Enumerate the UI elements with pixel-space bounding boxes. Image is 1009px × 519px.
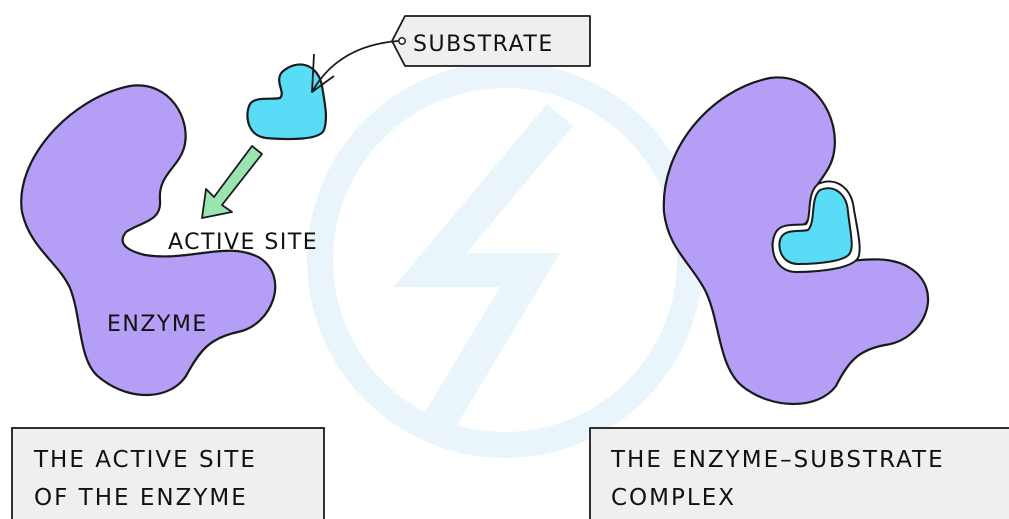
enzyme-label: ENZYME <box>107 312 208 337</box>
enzyme-shape-left <box>20 84 277 397</box>
substrate-shape-free <box>246 63 328 141</box>
caption-right-line1: THE ENZYME–SUBSTRATE <box>610 447 945 473</box>
caption-left-line1: THE ACTIVE SITE <box>33 447 257 473</box>
active-site-label: ACTIVE SITE <box>168 230 318 255</box>
caption-box-left <box>11 427 325 519</box>
substrate-shape-bound <box>778 187 853 265</box>
substrate-pointer <box>311 40 399 93</box>
binding-arrow <box>201 145 263 219</box>
caption-left-line2: OF THE ENZYME <box>34 485 248 511</box>
pointer-arrowhead <box>311 53 335 93</box>
tag-hole <box>398 37 406 45</box>
caption-right-line2: COMPLEX <box>611 485 736 511</box>
substrate-label: SUBSTRATE <box>413 32 554 57</box>
watermark-logo <box>307 62 703 458</box>
substrate-tag <box>391 15 591 67</box>
caption-box-right <box>589 427 1009 519</box>
